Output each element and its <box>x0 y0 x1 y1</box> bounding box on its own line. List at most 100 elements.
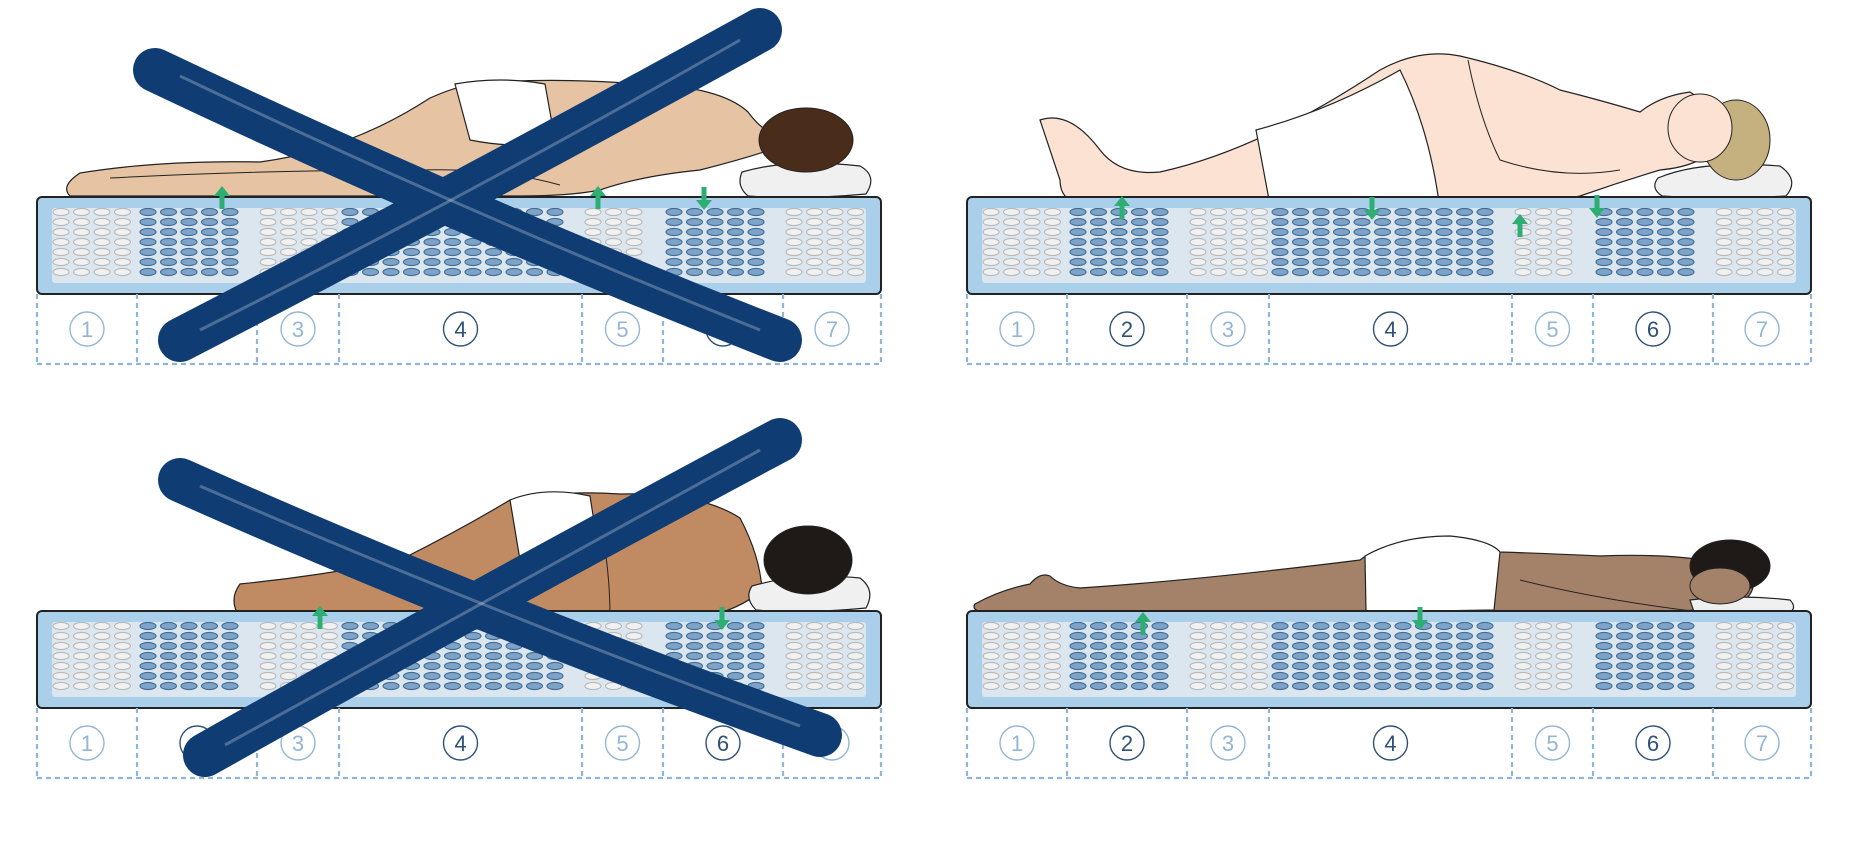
spring-coil <box>1250 217 1269 227</box>
spring-coil <box>1476 217 1494 227</box>
zone-number: 1 <box>81 731 93 756</box>
spring-coil <box>1514 247 1532 257</box>
spring-coil <box>505 267 523 277</box>
spring-coil <box>180 217 198 227</box>
spring-coil <box>1476 631 1494 641</box>
spring-coil <box>221 671 239 681</box>
spring-coil <box>1776 208 1795 217</box>
spring-coil <box>726 641 745 651</box>
spring-coil <box>200 622 219 631</box>
spring-coil <box>1636 237 1654 247</box>
zone-number-circle <box>442 311 479 347</box>
spring-coil <box>1332 661 1351 671</box>
spring-coil <box>1636 671 1654 681</box>
spring-coil <box>1756 247 1774 257</box>
spring-coil <box>52 217 70 227</box>
spring-coil <box>1043 267 1062 277</box>
spring-coil <box>1656 227 1675 237</box>
spring-coil <box>706 267 724 277</box>
spring-coil <box>1715 237 1733 247</box>
spring-coil <box>846 681 865 691</box>
spring-coil <box>1089 217 1108 227</box>
spring-coil <box>1615 227 1634 237</box>
spring-coil <box>1595 237 1613 247</box>
spring-coil <box>139 247 157 257</box>
spring-coil <box>1534 641 1553 651</box>
spring-coil <box>1312 622 1330 631</box>
spring-coil <box>747 237 765 247</box>
pressure-arrows <box>1135 607 1428 635</box>
spring-coil <box>826 257 844 267</box>
spring-coil <box>1332 227 1351 237</box>
head-face <box>1667 93 1733 163</box>
spring-coil <box>1414 247 1433 257</box>
spring-coil <box>139 257 157 267</box>
spring-coil <box>1353 247 1371 257</box>
spring-coil <box>584 681 602 691</box>
spring-coil <box>1002 237 1021 247</box>
spring-coil <box>1353 641 1371 651</box>
zone-label-4: 4 <box>1372 725 1409 761</box>
spring-coil <box>625 247 643 257</box>
spring-coil <box>625 208 643 217</box>
spring-coil <box>1534 257 1553 267</box>
spring-coil <box>685 257 704 267</box>
zone-label-6: 6 <box>1635 725 1671 761</box>
spring-coil <box>826 641 844 651</box>
spring-coil <box>1209 631 1228 641</box>
spring-coil <box>1394 622 1412 631</box>
spring-coil <box>1677 651 1695 661</box>
spring-coil <box>685 208 704 217</box>
spring-coil <box>1110 651 1128 661</box>
spring-coil <box>805 651 824 661</box>
spring-coil <box>1656 661 1675 671</box>
spring-coil <box>300 227 318 237</box>
spring-coil <box>1151 257 1169 267</box>
zone-number-circle <box>280 311 316 347</box>
spring-coil <box>1043 227 1062 237</box>
zone-number: 4 <box>454 731 466 756</box>
spring-coil <box>1151 671 1169 681</box>
spring-coil <box>982 622 1000 631</box>
spring-coil <box>1455 227 1474 237</box>
spring-coil <box>1151 651 1169 661</box>
spring-coil <box>402 671 421 681</box>
spring-coil <box>1735 227 1754 237</box>
spring-coil <box>747 671 765 681</box>
spring-coil <box>1089 651 1108 661</box>
spring-coil <box>1291 681 1310 691</box>
spring-coil <box>1230 237 1248 247</box>
spring-coil <box>1130 208 1149 217</box>
spring-coil <box>1735 267 1754 277</box>
spring-coil <box>72 622 91 631</box>
spring-coil <box>1615 661 1634 671</box>
spring-coil <box>259 622 277 631</box>
spring-coil <box>805 267 824 277</box>
spring-coil <box>1555 622 1573 631</box>
spring-coil <box>1455 651 1474 661</box>
spring-coil <box>1002 247 1021 257</box>
spring-coil <box>279 227 298 237</box>
spring-coil <box>1636 661 1654 671</box>
spring-coil <box>846 247 865 257</box>
spring-coil <box>1089 681 1108 691</box>
spring-coil <box>1002 227 1021 237</box>
spring-coil <box>159 267 178 277</box>
spring-coil <box>320 631 339 641</box>
spring-coil <box>1353 671 1371 681</box>
spring-coil <box>139 661 157 671</box>
spring-coil <box>1089 631 1108 641</box>
spring-coil <box>72 681 91 691</box>
spring-coil <box>1615 208 1634 217</box>
spring-coil <box>259 227 277 237</box>
spring-coil <box>464 681 482 691</box>
spring-coil <box>484 671 503 681</box>
spring-coil <box>1353 217 1371 227</box>
spring-coil <box>1209 671 1228 681</box>
spring-coil <box>1002 622 1021 631</box>
spring-coil <box>1110 631 1128 641</box>
spring-coil <box>52 237 70 247</box>
spring-coil <box>180 257 198 267</box>
spring-coil <box>1595 681 1613 691</box>
spring-coil <box>1250 622 1269 631</box>
